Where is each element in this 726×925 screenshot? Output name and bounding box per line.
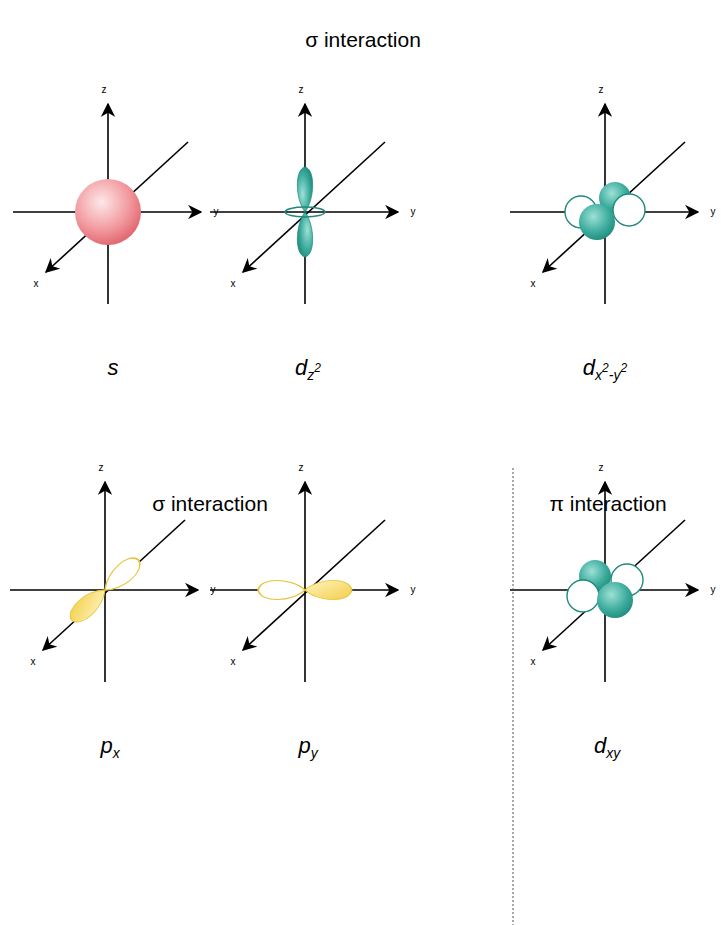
axis-label: y (411, 584, 416, 595)
axis-label: y (711, 584, 716, 595)
axis-label: z (99, 462, 104, 473)
axis-label: y (214, 206, 219, 217)
axis-label: x (231, 656, 236, 667)
dz2-orbital (210, 104, 398, 304)
axis-label: z (102, 84, 107, 95)
axis-label: z (299, 84, 304, 95)
axis-label: x (531, 656, 536, 667)
axis-label: x (31, 656, 36, 667)
axis-label: y (711, 206, 716, 217)
section-heading: σ interaction (305, 28, 421, 51)
orbital-label: dz2 (295, 356, 321, 383)
axis-label: z (599, 462, 604, 473)
orbital-label: s (108, 356, 119, 380)
orbital-label: dx2-y2 (583, 356, 627, 383)
axis-label: x (34, 278, 39, 289)
axis-label: y (211, 584, 216, 595)
axis-label: y (411, 206, 416, 217)
orbital-label: dxy (594, 734, 620, 761)
axis-label: x (231, 278, 236, 289)
dxy-orbital (510, 482, 698, 682)
axis-label: x (531, 278, 536, 289)
dx2-y2-orbital (510, 104, 698, 304)
orbital-label: py (298, 734, 317, 761)
s-orbital (13, 104, 201, 304)
divider-line (513, 468, 514, 925)
axis-label: z (299, 462, 304, 473)
axis-label: z (599, 84, 604, 95)
section-heading: σ interaction (152, 492, 268, 515)
section-heading: π interaction (549, 492, 666, 515)
orbital-label: px (100, 734, 119, 761)
